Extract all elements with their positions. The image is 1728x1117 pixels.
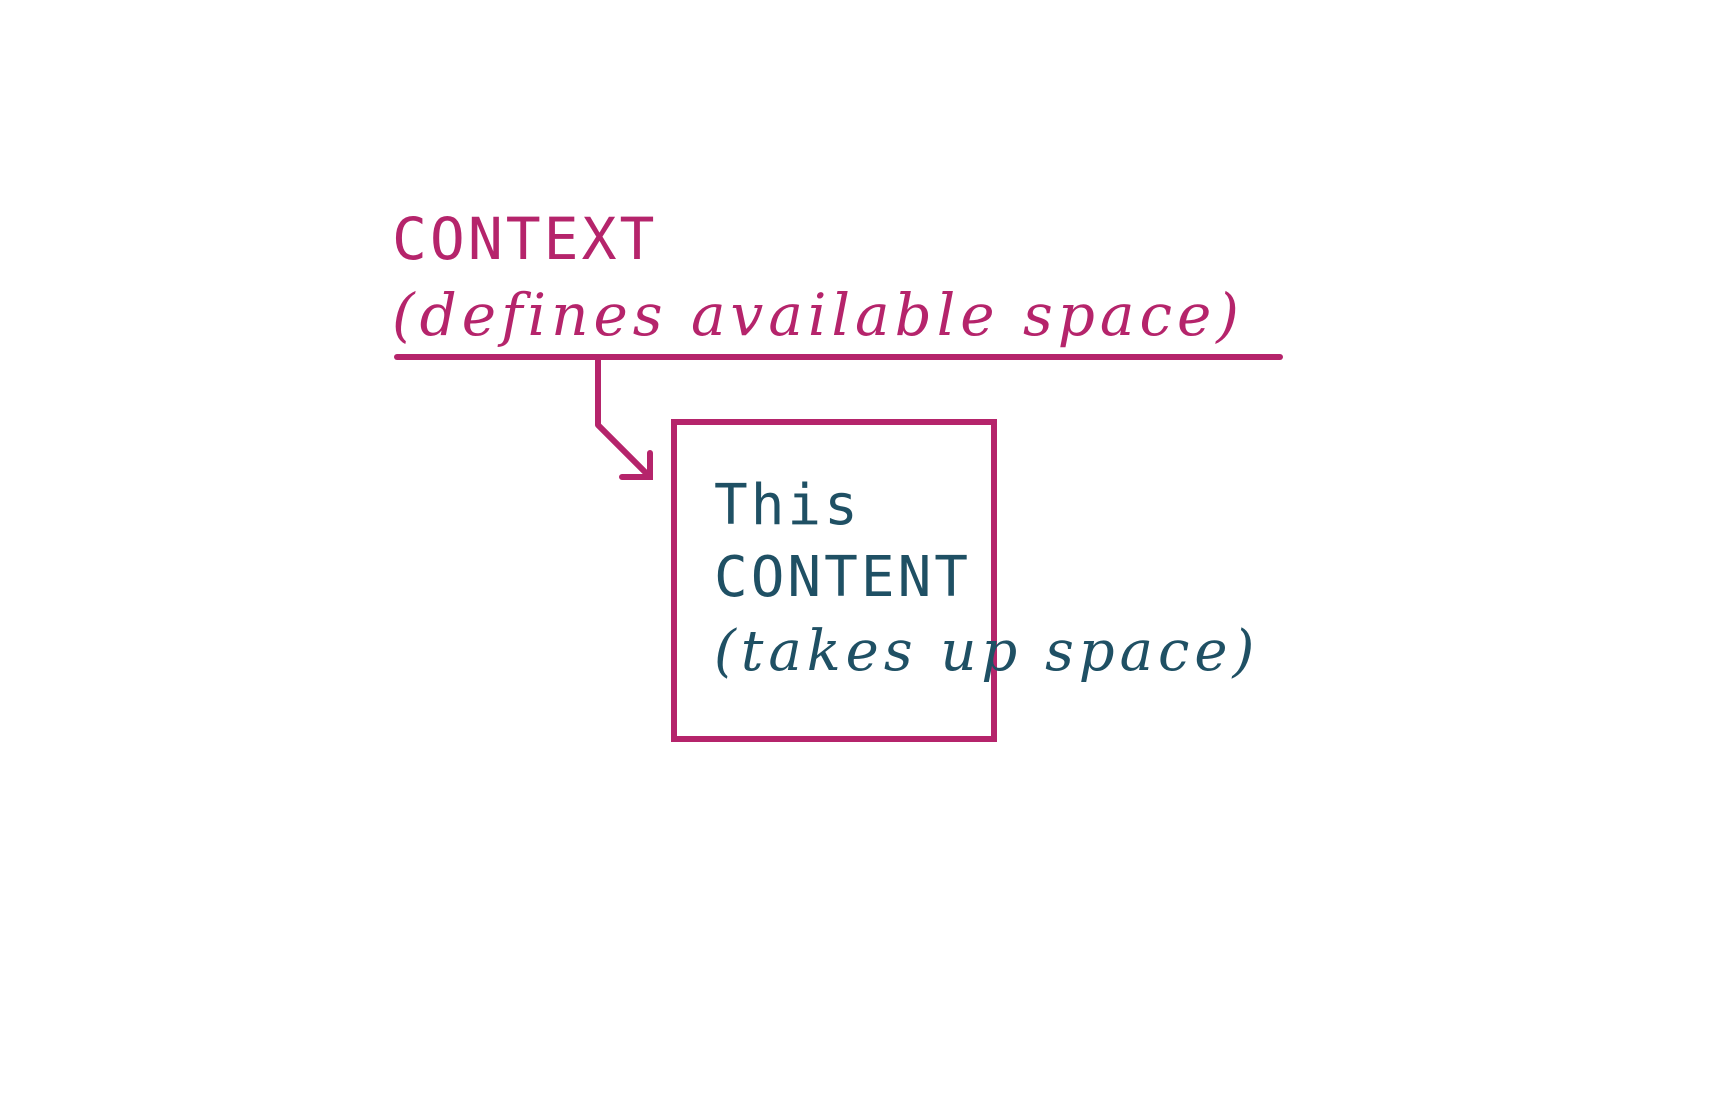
arrow-head-icon [619,450,653,480]
content-line-this: This [714,473,861,538]
content-title: CONTENT [714,545,972,610]
content-subtitle: (takes up space) [714,619,1260,684]
context-subtitle: (defines available space) [392,281,1244,349]
content-box [671,419,997,742]
connector-arrow-line [595,354,653,480]
context-title: CONTEXT [392,205,658,273]
